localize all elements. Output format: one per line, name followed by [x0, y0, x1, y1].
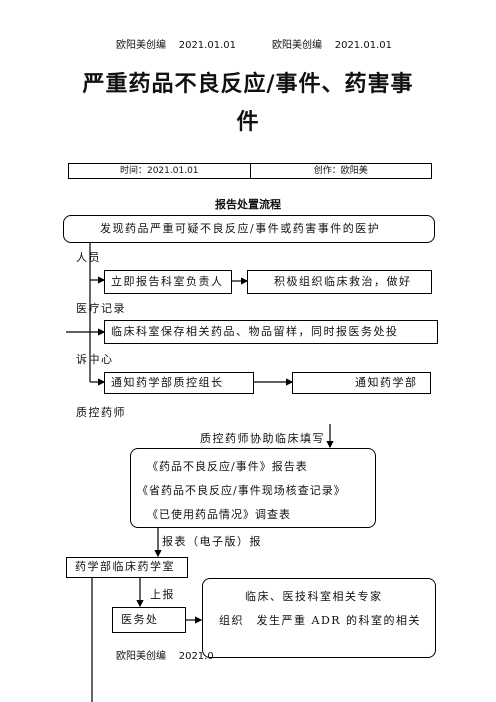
discover-text: 发现药品严重可疑不良反应/事件或药害事件的医护: [100, 222, 381, 235]
notify-dept-text: 通知药学部: [355, 376, 418, 389]
header-left-date: 2021.01.01: [178, 40, 236, 51]
medical-office-text: 医务处: [121, 613, 159, 626]
notify-dept-box: 通知药学部: [292, 372, 431, 394]
form-item-1: 《药品不良反应/事件》报告表: [147, 460, 308, 473]
flow-subtitle: 报告处置流程: [215, 198, 281, 211]
notify-leader-text: 通知药学部质控组长: [111, 376, 224, 389]
header-right-author: 欧阳美创编: [272, 40, 322, 51]
experts-box: 临床、医技科室相关专家 组织 发生严重 ADR 的科室的相关: [202, 578, 436, 658]
rescue-text-cont: 医疗记录: [76, 302, 126, 315]
form-item-3: 《已使用药品情况》调查表: [147, 508, 291, 521]
form-item-2: 《省药品不良反应/事件现场核查记录》: [137, 484, 346, 497]
meta-author: 创作：欧阳美: [249, 164, 432, 178]
document-title-line-1: 严重药品不良反应/事件、药害事: [82, 71, 414, 97]
report-electronic-text: 报表（电子版）报: [162, 535, 262, 548]
header-left: 欧阳美创编 2021.01.01: [116, 36, 236, 51]
header-left-author: 欧阳美创编: [116, 40, 166, 51]
organize-text: 组织 发生严重 ADR 的科室的相关: [219, 614, 422, 627]
footer-author: 欧阳美创编: [116, 651, 166, 662]
pharmacy-room-text: 药学部临床药学室: [75, 560, 175, 573]
footer-date: 2021.0: [178, 651, 214, 662]
rescue-box: 积极组织临床救治，做好: [247, 270, 432, 294]
pharmacy-room-box: 药学部临床药学室: [66, 557, 188, 578]
discover-box: 发现药品严重可疑不良反应/事件或药害事件的医护: [63, 215, 435, 243]
keep-text-cont: 诉中心: [76, 353, 114, 366]
meta-time: 时间：2021.01.01: [119, 166, 199, 176]
upload-text: 上报: [150, 588, 175, 601]
medical-office-box: 医务处: [112, 607, 186, 633]
report-head-text: 立即报告科室负责人: [111, 275, 224, 288]
notify-leader-box: 通知药学部质控组长: [104, 372, 254, 394]
qc-pharmacist-text: 质控药师: [76, 406, 126, 419]
meta-table: 时间：2021.01.01 创作：欧阳美: [68, 163, 432, 179]
footer: 欧阳美创编 2021.0: [116, 647, 214, 662]
header-right-date: 2021.01.01: [334, 40, 392, 51]
document-title-line-2: 件: [236, 109, 260, 135]
keep-box: 临床科室保存相关药品、物品留样，同时报医务处投: [104, 320, 438, 344]
report-head-box: 立即报告科室负责人: [104, 270, 232, 294]
discover-text-cont: 人员: [76, 251, 101, 264]
experts-text: 临床、医技科室相关专家: [245, 590, 383, 603]
rescue-text: 积极组织临床救治，做好: [274, 275, 412, 288]
keep-text: 临床科室保存相关药品、物品留样，同时报医务处投: [111, 325, 399, 338]
header-right: 欧阳美创编 2021.01.01: [272, 36, 392, 51]
forms-box: 《药品不良反应/事件》报告表 《省药品不良反应/事件现场核查记录》 《已使用药品…: [130, 448, 376, 528]
assist-text: 质控药师协助临床填写: [200, 432, 325, 445]
